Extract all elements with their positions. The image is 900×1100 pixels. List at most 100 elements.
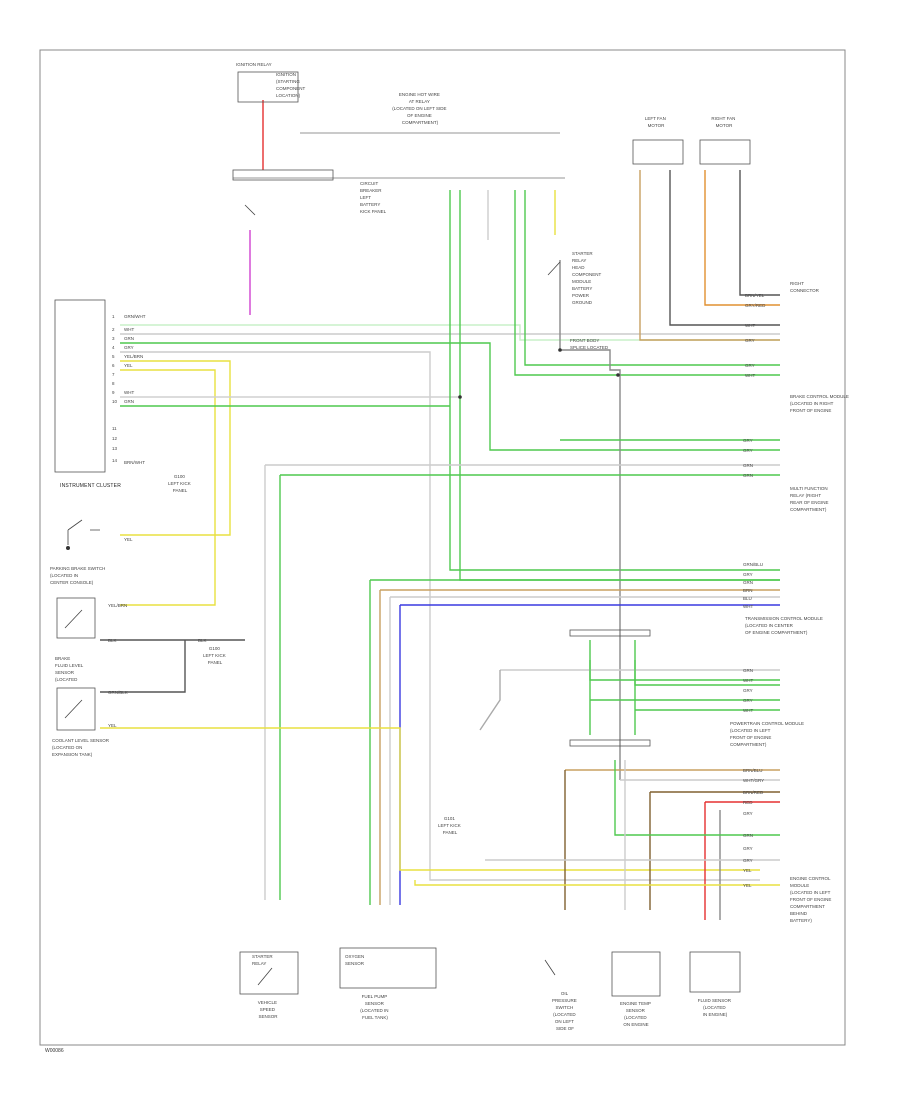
wire-vert-grn-5 (524, 190, 780, 366)
brake-module-wire-labels: GRY WHT (745, 363, 755, 378)
ecm-wire-label: GRY (743, 811, 753, 816)
ground-g100-label: G100 LEFT KICK PANEL (203, 646, 227, 665)
fcm-wire-label: WHT (743, 604, 753, 609)
brake-switch-label: PARKING BRAKE SWITCH (LOCATED IN CENTER … (50, 566, 107, 585)
ecm-wire-label: GRY (743, 846, 753, 851)
cluster-pin: 5 (112, 354, 115, 359)
cluster-pin: 14 (112, 458, 118, 463)
components (54, 71, 751, 997)
wire-brake-blk-drop (100, 640, 186, 693)
fcm-wire-label: GRN (743, 580, 753, 585)
cluster-wire-label: WHT (124, 327, 134, 332)
tcm-wire-label: WHT (743, 708, 753, 713)
oxygen-sensor-label: OXYGEN SENSOR (345, 954, 366, 966)
ground-g101-label: G101 LEFT KICK PANEL (438, 816, 462, 835)
fcm-wire-label: GRY (743, 572, 753, 577)
wire-fan-dark (669, 170, 780, 326)
fan-wire-label: BRN/YEL (745, 293, 765, 298)
mfm-wire-label: GRY (743, 438, 753, 443)
cluster-pin: 12 (112, 436, 118, 441)
brake-fluid-sensor-box (56, 597, 96, 639)
cluster-wire-label: WHT (124, 390, 134, 395)
wire-ecm-grn (614, 760, 780, 836)
wire-mfm-grn-1 (589, 640, 780, 681)
front-body-splice-label: FRONT BODY SPLICE LOCATED (570, 338, 609, 350)
fluid-sensor-box (689, 951, 741, 993)
engine-control-module-label: ENGINE CONTROL MODULE (LOCATED IN LEFT F… (790, 876, 833, 923)
splice-dot-3 (558, 348, 562, 352)
diagram-frame (39, 49, 846, 1046)
right-fan-box (699, 139, 751, 165)
cluster-pin: 3 (112, 336, 115, 341)
ecm-wire-label: BRN/BLU (743, 768, 763, 773)
cluster-pin: 4 (112, 345, 115, 350)
cluster-pin: 8 (112, 381, 115, 386)
ecm-wire-label: RED (743, 800, 753, 805)
powertrain-module-label: POWERTRAIN CONTROL MODULE (LOCATED IN LE… (730, 721, 805, 747)
fluid-sensor-label: FLUID SENSOR (LOCATED IN ENGINE) (698, 998, 733, 1017)
instrument-cluster-label: INSTRUMENT CLUSTER (60, 483, 121, 489)
ground-dot-1 (66, 546, 70, 550)
wire-vert-grn-4 (514, 190, 780, 376)
instrument-ground-label: G100 LEFT KICK PANEL (168, 474, 192, 493)
wire-mfm-grn-2 (634, 640, 780, 686)
cluster-wire-label: YEL (124, 363, 133, 368)
coolant-wire-label: YEL (108, 723, 117, 728)
starter-switch-symbol (257, 967, 273, 986)
fcm-wire-label: BRN (743, 588, 753, 593)
coolant-sensor-label: COOLANT LEVEL SENSOR (LOCATED ON EXPANSI… (52, 738, 110, 757)
wire-switch-lead (559, 260, 621, 780)
brake-fluid-wire-label: YEL/BRN (108, 603, 127, 608)
instrument-cluster-box (54, 299, 106, 473)
splice-dot-1 (458, 395, 462, 399)
ecm-wire-label: YEL (743, 883, 752, 888)
relay-switch-symbol (547, 261, 561, 276)
top-connector (232, 169, 334, 181)
engine-temp-box (611, 951, 661, 997)
ignition-relay-label: IGNITION RELAY IGNITION (STARTING COMPON… (236, 62, 306, 98)
coolant-sensor-box (56, 687, 96, 731)
tcm-wire-labels: GRN WHT GRY GRY WHT (743, 668, 753, 713)
multi-function-module-label: MULTI FUNCTION RELAY (RIGHT REAR OF ENGI… (790, 486, 830, 512)
left-fan-label: LEFT FAN MOTOR (645, 116, 667, 128)
right-fan-label: RIGHT FAN MOTOR (711, 116, 736, 128)
tcm-wire-label: GRN (743, 668, 753, 673)
tcm-wire-label: GRY (743, 698, 753, 703)
starter-relay-box (239, 951, 299, 995)
cluster-wire-labels: GRN/WHT WHT GRN GRY YEL/BRN YEL WHT GRN (124, 314, 146, 404)
wire-fan-dark-2 (739, 170, 780, 296)
diagram-code: W00086 (45, 1048, 64, 1054)
coolant-blk-label: GRN/BLK (108, 690, 128, 695)
fuse-symbol (244, 204, 256, 216)
ecm-wire-label: WHT/GRY (743, 778, 764, 783)
wire-vert-grn-1 (449, 190, 780, 571)
brake-switch-symbol (67, 519, 100, 545)
tcm-wire-label: WHT (743, 678, 753, 683)
mfm-wire-label: GRN (743, 463, 753, 468)
fcm-wire-label: BLU (743, 596, 752, 601)
cluster-ground-wire-label: BRN/WHT (124, 460, 145, 465)
wire-fan-tan (639, 170, 780, 341)
starter-relay-label: VEHICLE SPEED SENSOR (258, 1000, 279, 1019)
cluster-pin: 10 (112, 399, 118, 404)
ecm-wire-label: YEL (743, 868, 752, 873)
ignition-relay-box (237, 71, 299, 103)
cluster-pin: 13 (112, 446, 118, 451)
mfm-wire-labels: GRY GRY GRN GRN (743, 438, 753, 478)
fuel-pump-label: FUEL PUMP SENSOR (LOCATED IN FUEL TANK) (360, 994, 389, 1020)
tcm-connector (569, 739, 651, 747)
wires (100, 100, 780, 920)
brake-control-module-label: BRAKE CONTROL MODULE (LOCATED IN RIGHT F… (790, 394, 850, 413)
brake-module-wire-label: WHT (745, 373, 755, 378)
coolant-switch-symbol (64, 699, 83, 719)
cluster-wire-label: GRN (124, 336, 134, 341)
cluster-pin: 7 (112, 372, 115, 377)
cluster-wire-label: GRN/WHT (124, 314, 146, 319)
cluster-pin: 6 (112, 363, 115, 368)
mfm-wire-label: GRN (743, 473, 753, 478)
brake-module-wire-label: GRY (745, 363, 755, 368)
cluster-wire-label: YEL/BRN (124, 354, 143, 359)
cluster-wire-label: GRN (124, 399, 134, 404)
fcm-wire-labels: GRN/BLU GRY GRN BRN BLU WHT (743, 562, 763, 609)
